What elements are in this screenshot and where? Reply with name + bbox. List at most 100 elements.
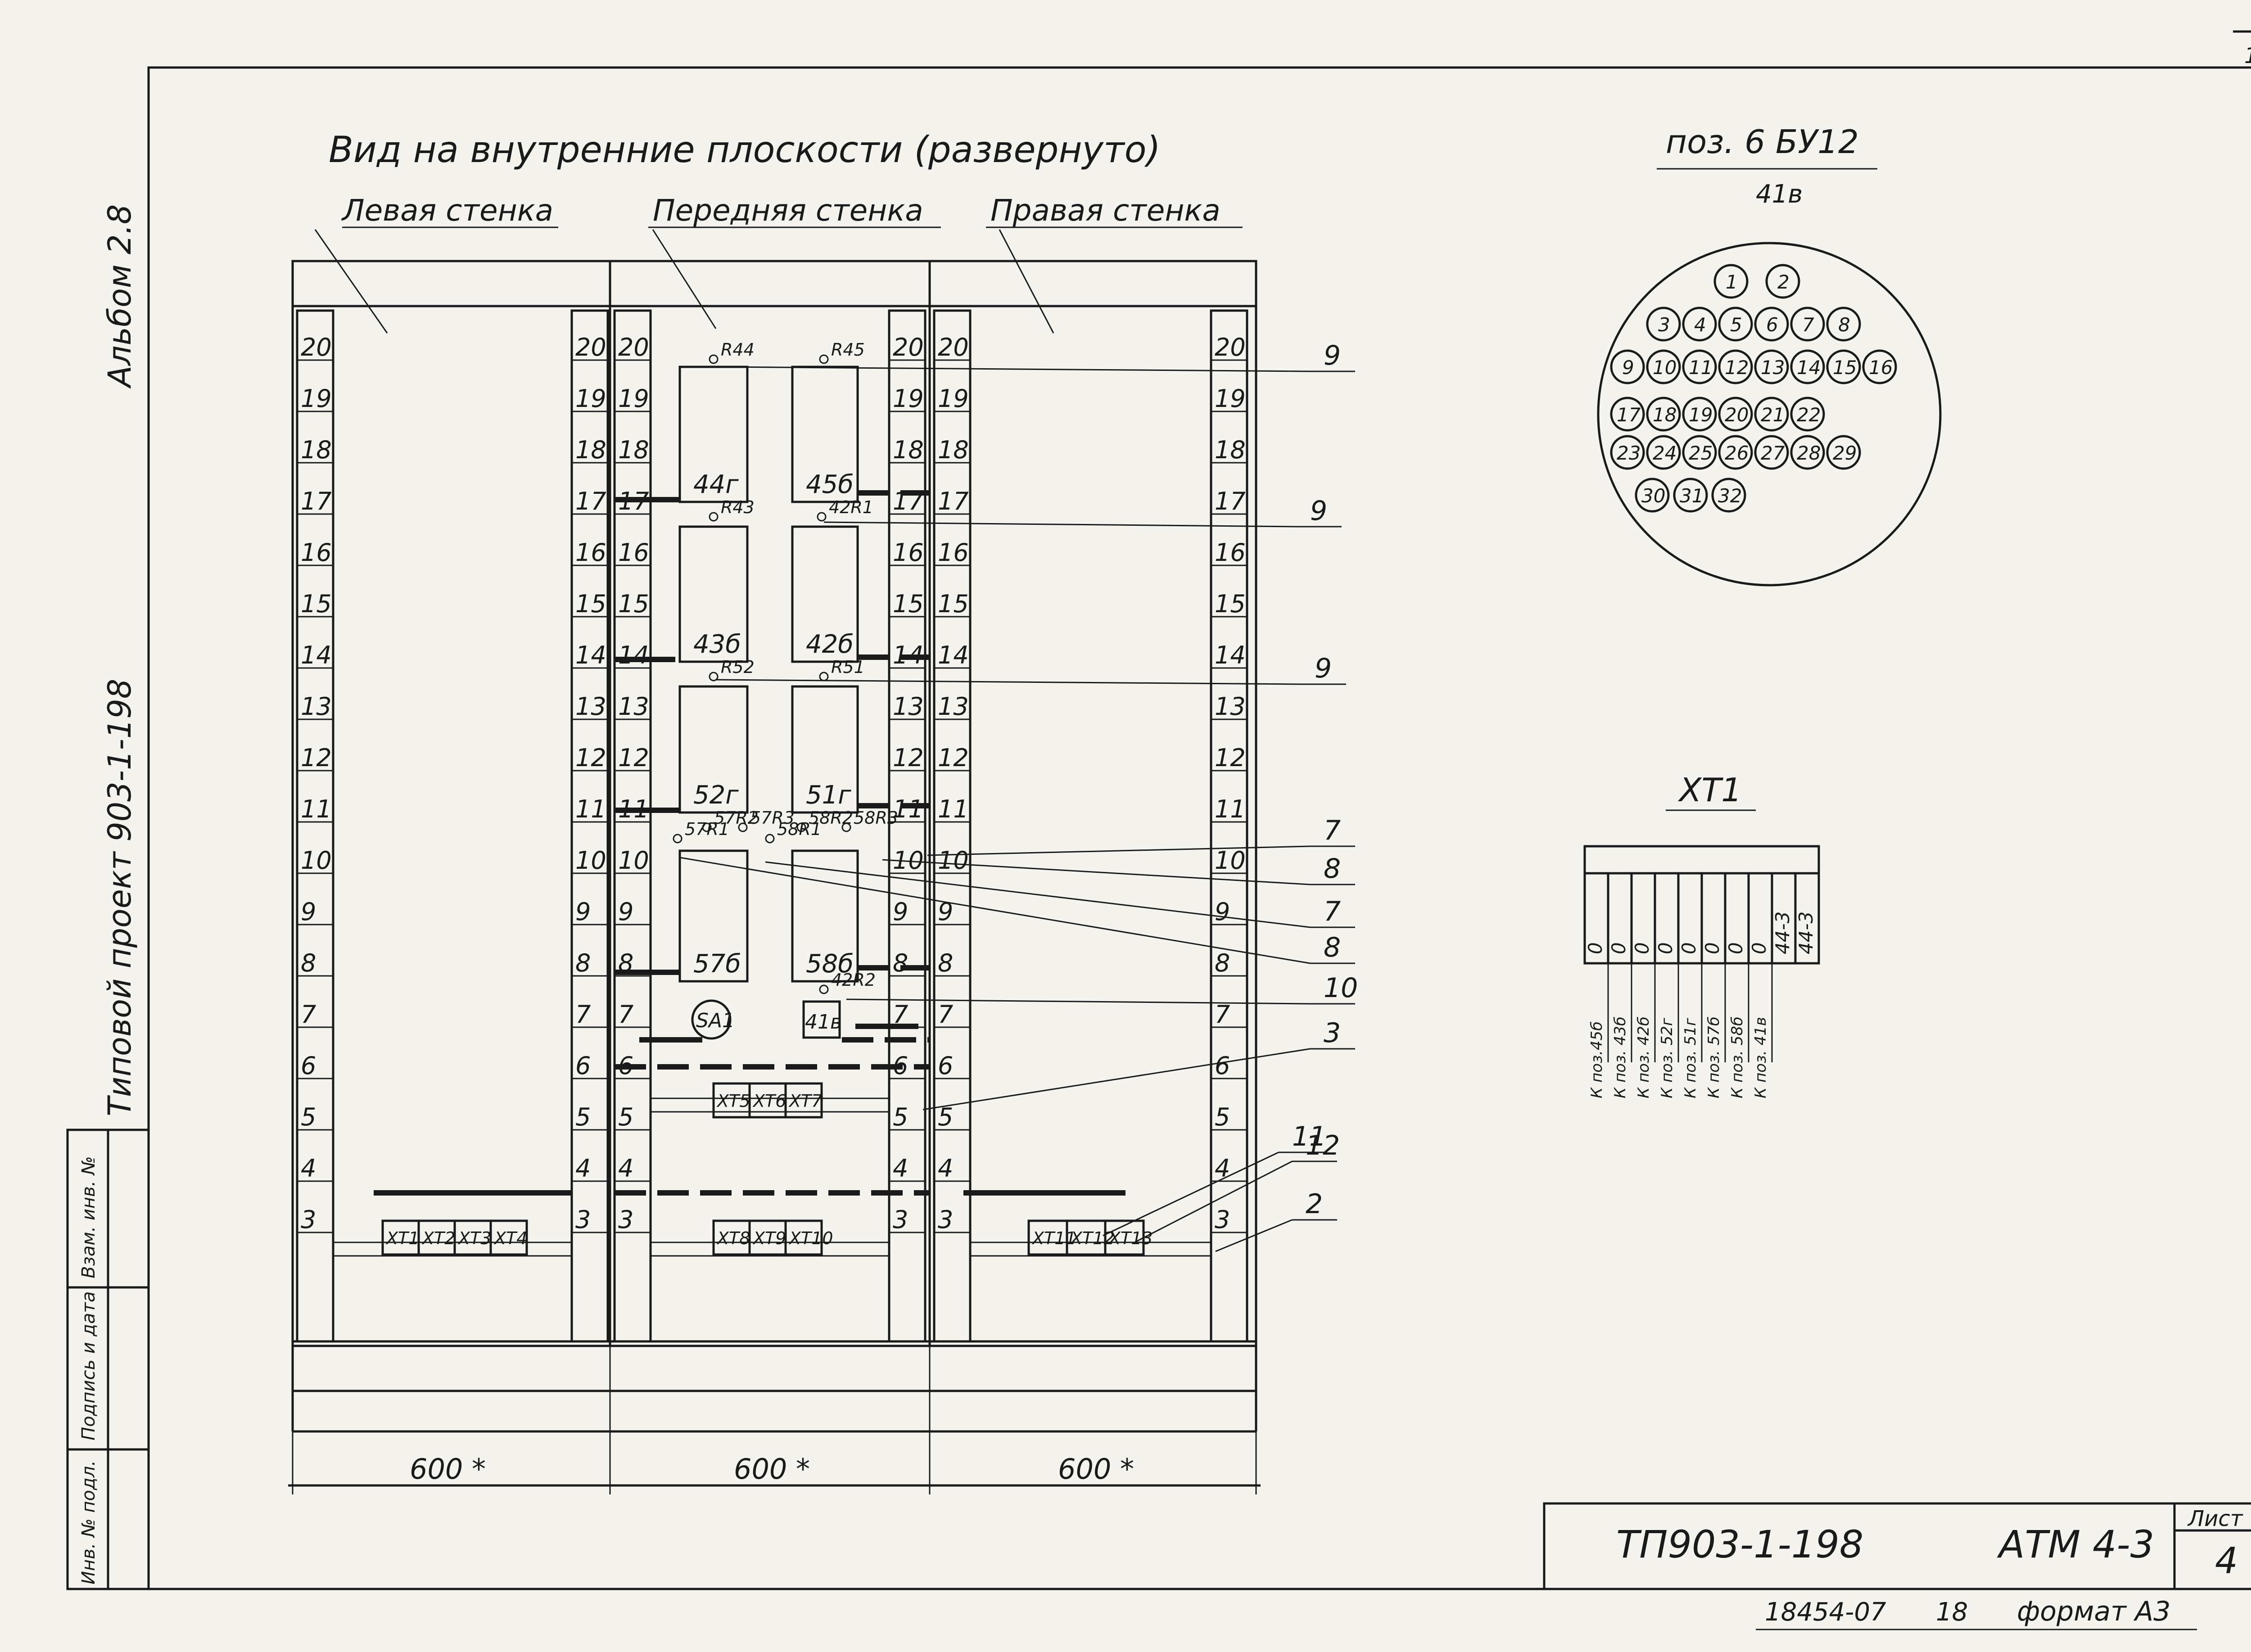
resistor-symbol [709, 512, 719, 522]
scale-mark: 15 [618, 590, 649, 618]
callout-leader [882, 859, 1311, 885]
scale-mark: 18 [1215, 436, 1246, 464]
connector-pin-number: 21 [1761, 404, 1785, 426]
scale-mark: 5 [938, 1103, 953, 1131]
scale-mark: 12 [1215, 744, 1246, 772]
callout-leader [715, 679, 1302, 685]
dimension-label: 600 * [734, 1453, 810, 1485]
xt1-route-label: К поз. 52г [1658, 1017, 1676, 1098]
scale-mark: 13 [893, 692, 924, 721]
callout-number: 10 [1324, 972, 1358, 1004]
connector-pin [1682, 397, 1717, 432]
scale-mark: 13 [938, 692, 969, 721]
connector-pin [1718, 435, 1753, 470]
front-terminal-label: ХТ6 [752, 1091, 786, 1111]
scale-mark: 20 [301, 333, 332, 361]
resistor-label: R45 [831, 340, 865, 360]
scale-mark: 18 [618, 436, 649, 464]
corner-number: 17 [2244, 43, 2251, 68]
connector-pin [1790, 349, 1825, 384]
device-box [791, 366, 859, 503]
scale-mark: 12 [575, 744, 606, 772]
xt1-title: ХТ1 [1677, 771, 1742, 809]
front-terminal-label: ХТ10 [788, 1228, 833, 1248]
left-terminal-label: ХТ3 [457, 1228, 491, 1248]
scale-mark: 16 [618, 538, 649, 567]
connector-pin [1826, 435, 1861, 470]
connector-pin-number: 4 [1694, 314, 1706, 336]
device-box [678, 525, 749, 663]
scale-mark: 14 [575, 641, 606, 669]
scale-mark: 9 [893, 898, 908, 926]
switch-symbol [691, 999, 732, 1040]
connector-pin-number: 23 [1617, 442, 1641, 464]
callout-number: 7 [1324, 896, 1341, 927]
connector-pin [1718, 307, 1753, 342]
resistor-label: R52 [721, 657, 755, 677]
device-box [791, 685, 859, 814]
connector-pin-number: 7 [1802, 314, 1814, 336]
device-label: 41в [805, 1011, 842, 1034]
connector-pin-number: 17 [1617, 404, 1641, 426]
right-terminal-label: ХТ13 [1108, 1228, 1153, 1248]
resistor-symbol [819, 672, 829, 682]
connector-pin-number: 3 [1658, 314, 1670, 336]
connector-pin-number: 20 [1725, 404, 1749, 426]
connector-pin [1765, 264, 1800, 299]
scale-mark: 8 [893, 949, 908, 977]
connector-pin [1718, 397, 1753, 432]
scale-mark: 16 [301, 538, 332, 567]
scale-mark: 20 [1215, 333, 1246, 361]
callout-number: 9 [1315, 653, 1332, 684]
connector-pin [1682, 349, 1717, 384]
connector-pin-number: 22 [1797, 404, 1821, 426]
connector-pin [1682, 435, 1717, 470]
scale-mark: 16 [938, 538, 969, 567]
scale-mark: 3 [301, 1205, 316, 1234]
xt1-cell-label: 44-3 [1795, 912, 1817, 954]
scale-mark: 13 [301, 692, 332, 721]
connector-pin [1754, 307, 1789, 342]
scale-mark: 18 [893, 436, 924, 464]
scale-mark: 10 [575, 846, 606, 875]
dimension-label: 600 * [1058, 1453, 1134, 1485]
resistor-label: 42R1 [829, 497, 873, 517]
wall-label: Левая стенка [341, 193, 553, 228]
connector-subtitle: 41в [1756, 180, 1803, 209]
scale-mark: 12 [301, 744, 332, 772]
resistor-symbol [709, 672, 719, 682]
resistor-label: 58R3 [854, 808, 898, 828]
connector-pin-number: 28 [1797, 442, 1821, 464]
connector-pin [1826, 349, 1861, 384]
callout-leader [1134, 1160, 1293, 1243]
scale-mark: 9 [618, 898, 633, 926]
rail [613, 309, 652, 1343]
scale-mark: 5 [1215, 1103, 1230, 1131]
connector-pin [1754, 349, 1789, 384]
resistor-symbol [765, 834, 775, 844]
scale-mark: 4 [575, 1154, 591, 1183]
callout-leader [1215, 1219, 1293, 1252]
format-label: формат А3 [2017, 1596, 2170, 1627]
scale-mark: 16 [893, 538, 924, 567]
scale-mark: 12 [893, 744, 924, 772]
connector-pin [1610, 397, 1645, 432]
xt1-cell-label: 44-3 [1772, 912, 1794, 954]
scale-mark: 20 [618, 333, 649, 361]
callout-leader [720, 366, 1311, 372]
xt1-cell-label: 0 [1678, 942, 1700, 954]
wall-label: Правая стенка [990, 193, 1220, 228]
xt1-cell-label: 0 [1701, 942, 1723, 954]
connector-title: поз. 6 БУ12 [1666, 123, 1859, 161]
xt1-header [1583, 845, 1820, 875]
front-terminal-label: ХТ8 [716, 1228, 750, 1248]
resistor-label: 58R1 [777, 819, 822, 839]
xt1-route-label: К поз.45б [1588, 1021, 1606, 1098]
xt1-route-label: К поз. 41в [1752, 1017, 1770, 1098]
